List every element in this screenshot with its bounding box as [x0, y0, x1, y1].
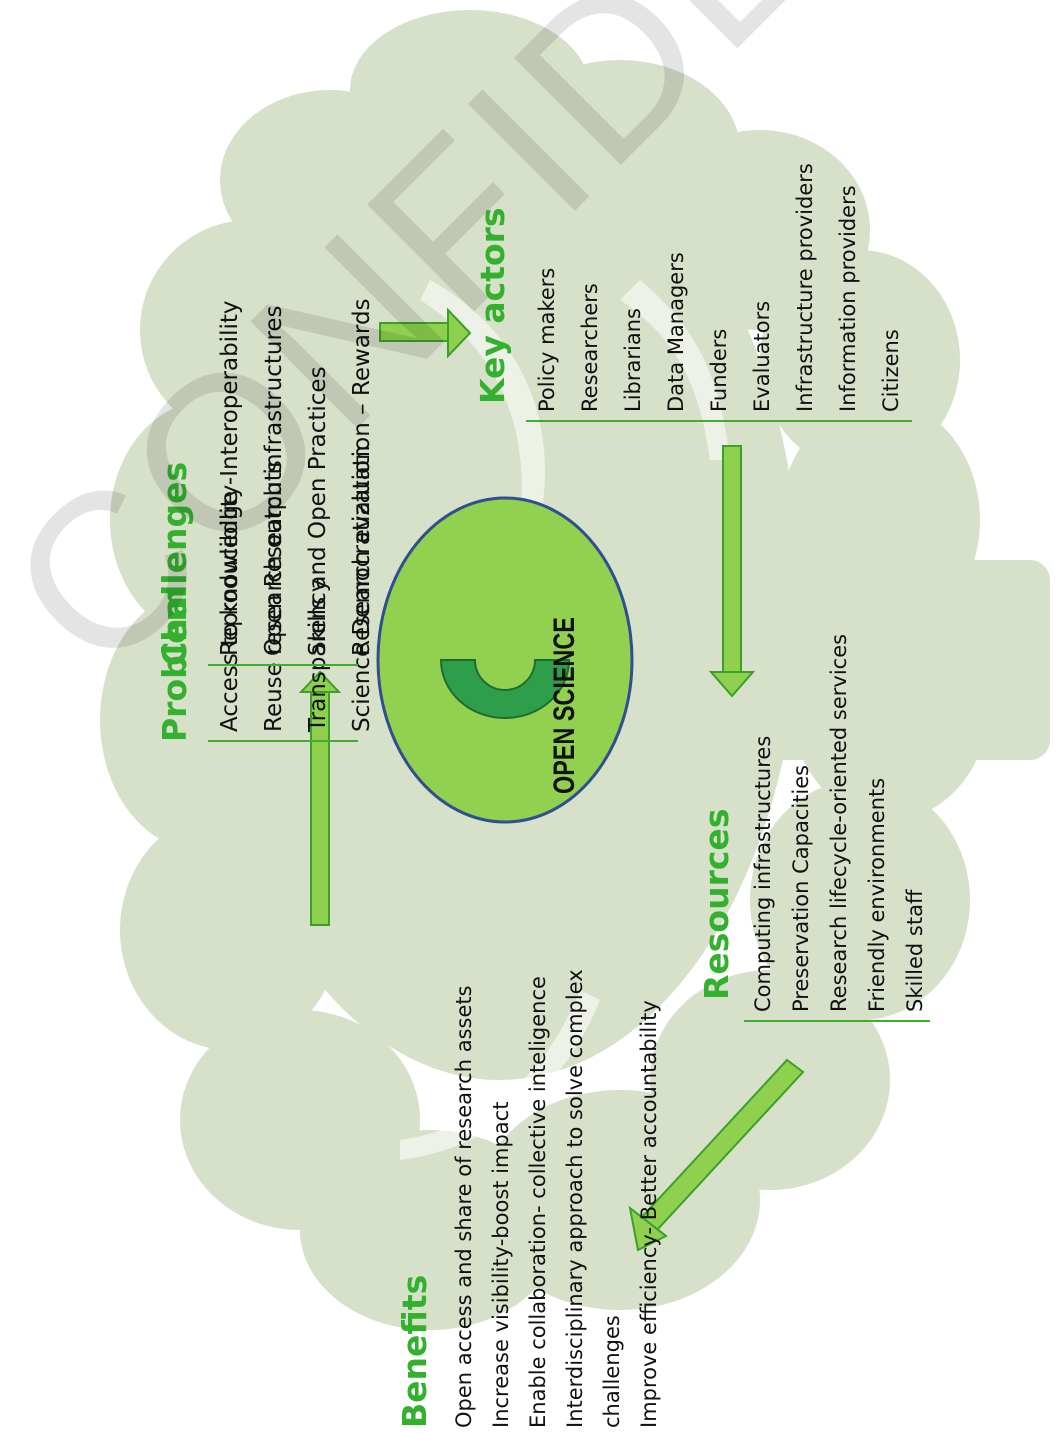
benefits-list: Open access and share of research assets…	[446, 969, 668, 1428]
tree-branches	[400, 280, 730, 1160]
resources-list: Computing infrastructures Preservation C…	[744, 633, 930, 1022]
key-actors-item: Funders	[707, 328, 731, 412]
benefits-item: Improve efficiency- Better accountabilit…	[637, 1000, 661, 1428]
c-logo-icon	[439, 659, 571, 719]
resources-item: Preservation Capacities	[789, 764, 813, 1012]
resources-item: Research lifecycle-oriented services	[827, 633, 851, 1012]
benefits-title: Benefits	[395, 1274, 434, 1428]
key-actors-item: Information providers	[836, 185, 860, 412]
key-actors-item: Data Managers	[664, 252, 688, 412]
benefits-item: challenges	[600, 1315, 624, 1428]
key-actors-item: Infrastructure providers	[793, 163, 817, 412]
benefits-item: Increase visibility-boost impact	[489, 1101, 513, 1428]
open-science-emblem	[376, 496, 634, 824]
arrow-challenges-to-key-actors	[379, 307, 472, 359]
resources-item: Skilled staff	[903, 889, 927, 1012]
benefits-item: Open access and share of research assets	[452, 985, 476, 1428]
resources-item: Computing infrastructures	[751, 735, 775, 1012]
arrow-resources-to-benefits	[628, 1058, 805, 1252]
arrow-problem-to-challenges	[298, 670, 342, 926]
resources-item: Friendly environments	[865, 777, 889, 1012]
benefits-item: Interdisciplinary approach to solve comp…	[563, 969, 587, 1428]
key-actors-item: Citizens	[879, 329, 903, 412]
key-actors-item: Evaluators	[750, 300, 774, 412]
benefits-item: Enable collaboration- collective intelig…	[526, 976, 550, 1428]
resources-title: Resources	[697, 808, 736, 1000]
arrow-key-actors-to-resources	[708, 445, 756, 698]
center-label: OPEN SCIENCE	[548, 617, 581, 794]
